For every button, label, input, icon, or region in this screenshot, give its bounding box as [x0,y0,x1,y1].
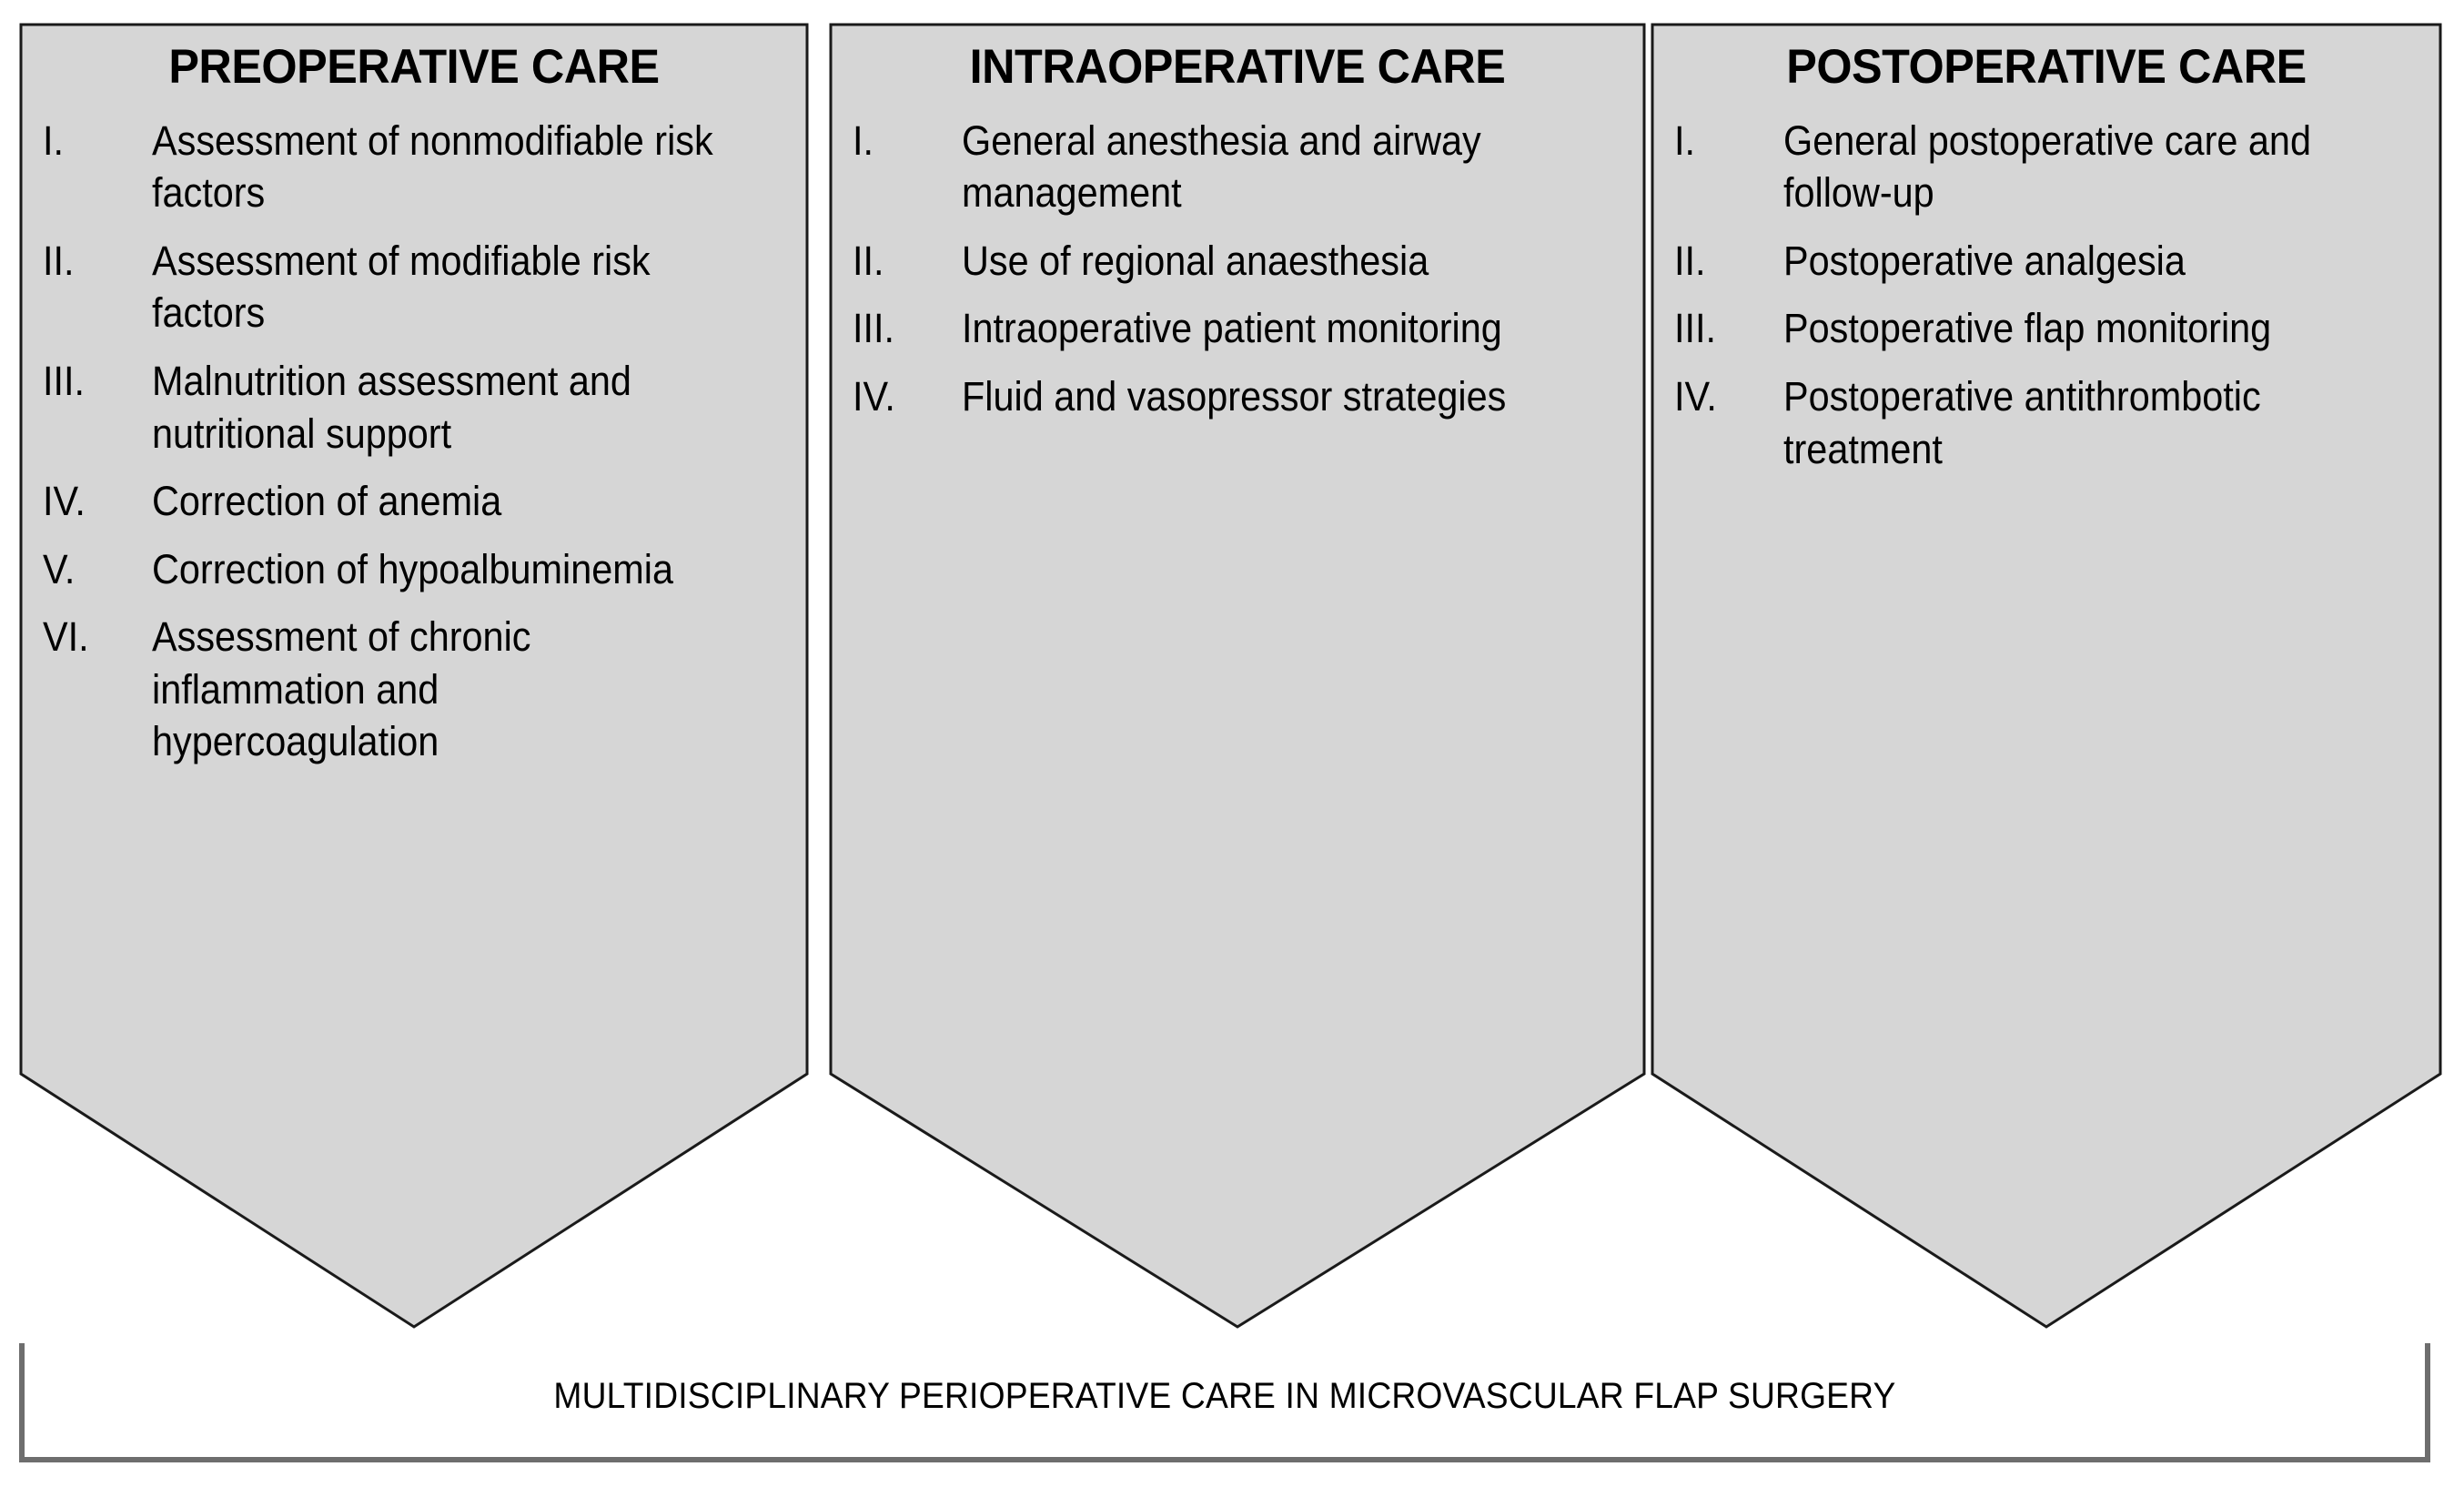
summary-banner: MULTIDISCIPLINARY PERIOPERATIVE CARE IN … [18,1341,2431,1465]
list-item-label: Use of regional anaesthesia [962,237,1429,284]
list-item-numeral: VI. [43,613,89,661]
stage-title-preoperative: PREOPERATIVE CARE [168,40,660,94]
list-item-numeral: I. [853,116,874,164]
summary-banner-label: MULTIDISCIPLINARY PERIOPERATIVE CARE IN … [553,1376,1896,1416]
list-item[interactable]: II. Use of regional anaesthesia [853,235,1622,288]
list-item-numeral: II. [853,237,884,284]
list-item[interactable]: VI. Assessment of chronic inflammation a… [43,611,785,768]
stage-item-list-intraoperative: I. General anesthesia and airway managem… [853,115,1622,423]
list-item[interactable]: II. Postoperative analgesia [1674,235,2419,288]
stage-block-intraoperative[interactable]: INTRAOPERATIVE CARE I. General anesthesi… [829,23,1646,1329]
stage-content-preoperative: PREOPERATIVE CARE I. Assessment of nonmo… [19,23,809,784]
list-item[interactable]: IV. Correction of anemia [43,475,785,528]
stage-item-list-postoperative: I. General postoperative care and follow… [1674,115,2419,476]
list-item[interactable]: I. General postoperative care and follow… [1674,115,2419,219]
list-item-label: Assessment of modifiable risk factors [152,237,651,337]
list-item-numeral: I. [43,116,65,164]
list-item-numeral: V. [43,545,76,592]
list-item[interactable]: V. Correction of hypoalbuminemia [43,543,785,596]
list-item-numeral: III. [43,357,86,404]
list-item-label: Postoperative analgesia [1783,237,2186,284]
stage-title-postoperative: POSTOPERATIVE CARE [1786,40,2307,94]
list-item-numeral: II. [43,237,75,284]
list-item-label: Assessment of chronic inflammation and h… [152,613,531,765]
bracket-shape [19,1343,2430,1462]
chevron-down-shape-postoperative [1651,23,2442,1329]
list-item-label: Malnutrition assessment and nutritional … [152,357,631,457]
list-item-label: General postoperative care and follow-up [1783,116,2311,217]
list-item[interactable]: I. General anesthesia and airway managem… [853,115,1622,219]
chevron-down-shape-intraoperative [829,23,1646,1329]
list-item-label: Postoperative antithrombotic treatment [1783,372,2261,472]
list-item-label: Postoperative flap monitoring [1783,305,2272,352]
list-item-label: Assessment of nonmodifiable risk factors [152,116,713,217]
stage-title-intraoperative: INTRAOPERATIVE CARE [969,40,1506,94]
list-item[interactable]: II. Assessment of modifiable risk factor… [43,235,785,339]
list-item-numeral: IV. [853,372,895,420]
list-item-label: General anesthesia and airway management [962,116,1481,217]
list-item[interactable]: I. Assessment of nonmodifiable risk fact… [43,115,785,219]
list-item-numeral: II. [1674,237,1706,284]
stage-block-postoperative[interactable]: POSTOPERATIVE CARE I. General postoperat… [1651,23,2442,1329]
chevron-down-shape-preoperative [19,23,809,1329]
list-item[interactable]: III. Postoperative flap monitoring [1674,302,2419,355]
list-item-numeral: III. [1674,305,1717,352]
list-item-label: Intraoperative patient monitoring [962,305,1502,352]
stage-block-preoperative[interactable]: PREOPERATIVE CARE I. Assessment of nonmo… [19,23,809,1329]
list-item-label: Fluid and vasopressor strategies [962,372,1507,420]
list-item[interactable]: III. Intraoperative patient monitoring [853,302,1622,355]
list-item-numeral: IV. [43,478,86,525]
list-item-numeral: III. [853,305,895,352]
stage-content-intraoperative: INTRAOPERATIVE CARE I. General anesthesi… [829,23,1646,439]
list-item[interactable]: IV. Postoperative antithrombotic treatme… [1674,370,2419,475]
list-item-label: Correction of hypoalbuminemia [152,545,674,592]
list-item[interactable]: IV. Fluid and vasopressor strategies [853,370,1622,423]
stage-content-postoperative: POSTOPERATIVE CARE I. General postoperat… [1651,23,2442,491]
list-item[interactable]: III. Malnutrition assessment and nutriti… [43,355,785,460]
list-item-numeral: I. [1674,116,1696,164]
stage-item-list-preoperative: I. Assessment of nonmodifiable risk fact… [43,115,785,769]
list-item-numeral: IV. [1674,372,1717,420]
list-item-label: Correction of anemia [152,478,502,525]
